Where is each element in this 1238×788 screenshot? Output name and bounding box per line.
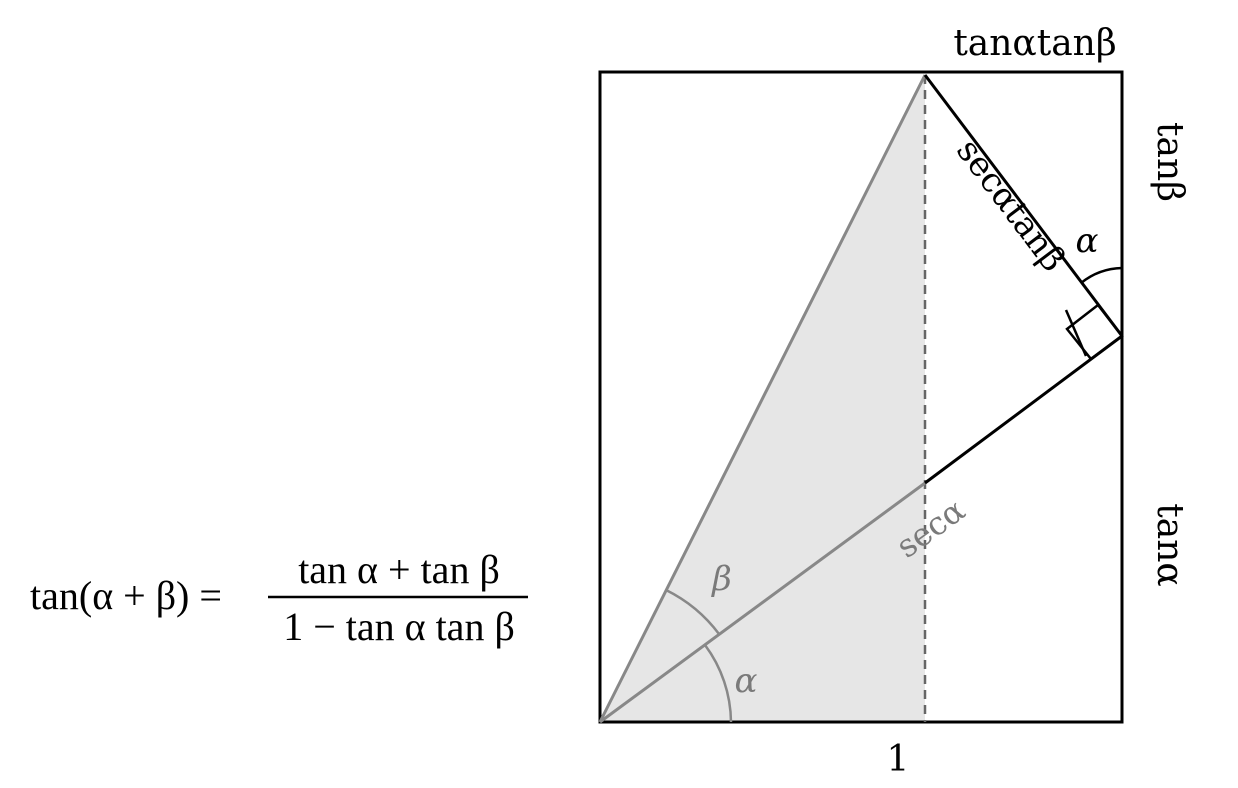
beta-side-line — [598, 74, 927, 723]
formula-numerator: tan α + tan β — [298, 547, 500, 592]
angle-arc-beta-origin — [665, 588, 721, 635]
label-angle-beta: β — [710, 559, 732, 599]
sec-alpha-line-gray — [599, 481, 926, 724]
sec-alpha-line-black — [924, 334, 1123, 485]
label-bottom: 1 — [887, 739, 910, 780]
outer-rectangle — [598, 70, 1124, 724]
label-top: tanαtanβ — [953, 23, 1116, 64]
right-angle-square — [1065, 303, 1124, 361]
formula-denominator: 1 − tan α tan β — [283, 604, 515, 649]
sec-alpha-tan-beta-line — [923, 74, 1124, 337]
formula: tan(α + β) = tan α + tan β 1 − tan α tan… — [30, 547, 528, 649]
angle-arc-alpha-origin — [703, 644, 733, 723]
formula-lhs: tan(α + β) = — [30, 573, 222, 618]
label-angle-alpha-right: α — [1076, 221, 1099, 261]
label-angle-alpha-origin: α — [735, 661, 758, 701]
angle-arc-alpha-right — [1080, 266, 1123, 284]
label-right-top: tanβ — [1149, 122, 1190, 202]
label-sec-alpha-tan-beta: secαtanβ — [948, 131, 1073, 279]
label-right-bottom: tanα — [1149, 503, 1190, 586]
